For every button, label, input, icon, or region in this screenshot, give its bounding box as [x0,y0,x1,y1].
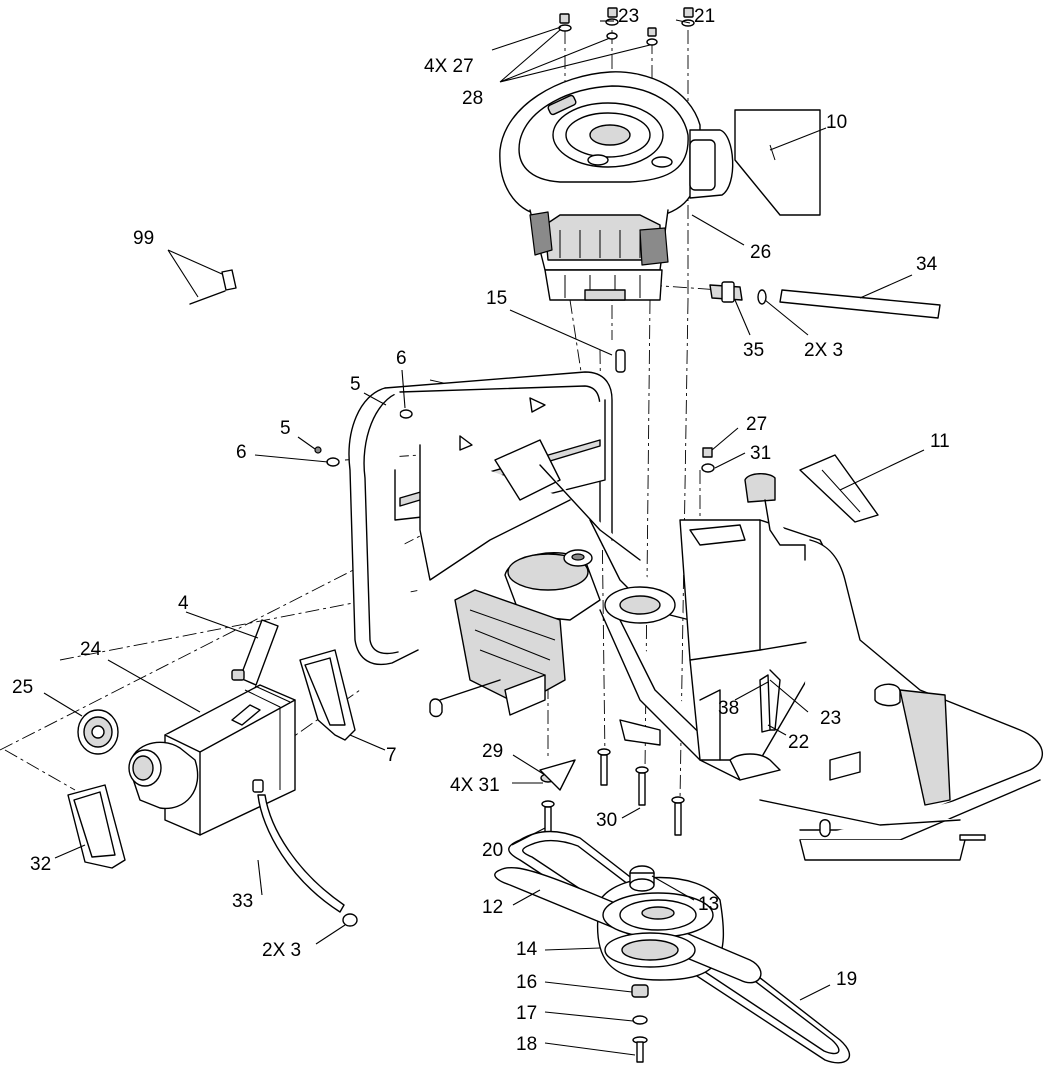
callout-10: 10 [826,112,847,133]
callout-33: 33 [232,891,253,912]
callout-3-top: 2X 3 [804,340,843,361]
callout-6-lower: 6 [236,442,247,463]
callout-28: 28 [462,88,483,109]
callout-34: 34 [916,254,938,275]
callout-16: 16 [516,972,537,993]
top-hardware [558,7,695,46]
callout-5-upper: 5 [350,374,361,395]
callout-27-top: 4X 27 [424,56,474,77]
callout-38: 38 [718,698,739,719]
pulley-bolt [631,984,649,1063]
callout-19: 19 [836,969,857,990]
callout-18: 18 [516,1034,537,1055]
callout-22: 22 [788,732,809,753]
cable-34 [709,281,941,319]
callout-21: 21 [694,6,715,27]
callout-6-upper: 6 [396,348,407,369]
callout-31-mid: 31 [750,443,771,464]
leader-lines [43,19,925,1056]
callout-27-mid: 27 [746,414,767,435]
callout-7: 7 [386,745,397,766]
pin-15 [615,349,626,373]
callout-26: 26 [750,242,771,263]
callout-29: 29 [482,741,503,762]
mount-bolts [539,674,771,836]
callout-25: 25 [12,677,33,698]
callout-17: 17 [516,1003,537,1024]
part-99 [189,269,237,305]
callout-23-lower: 23 [820,708,841,729]
callout-23-top: 23 [618,6,639,27]
callout-24: 24 [80,639,102,660]
callout-15: 15 [486,288,507,309]
callout-14: 14 [516,939,538,960]
tank-straps [67,649,356,869]
engine [499,71,734,301]
callout-12: 12 [482,897,503,918]
callout-31-lower: 4X 31 [450,775,500,796]
callout-4: 4 [178,593,189,614]
callout-13: 13 [698,894,719,915]
pulley [494,865,762,984]
callout-35: 35 [743,340,764,361]
fuel-line [252,779,358,927]
callout-5-lower: 5 [280,418,291,439]
frame [348,371,1043,861]
decal-11 [799,454,879,523]
callout-20: 20 [482,840,503,861]
callouts: 21 23 4X 27 28 10 26 99 34 15 35 2X 3 6 … [12,6,950,1055]
callout-32: 32 [30,854,51,875]
callout-30: 30 [596,810,617,831]
callout-99: 99 [133,228,154,249]
decal-10 [734,109,821,216]
callout-11: 11 [930,431,950,452]
callout-3-lower: 2X 3 [262,940,301,961]
